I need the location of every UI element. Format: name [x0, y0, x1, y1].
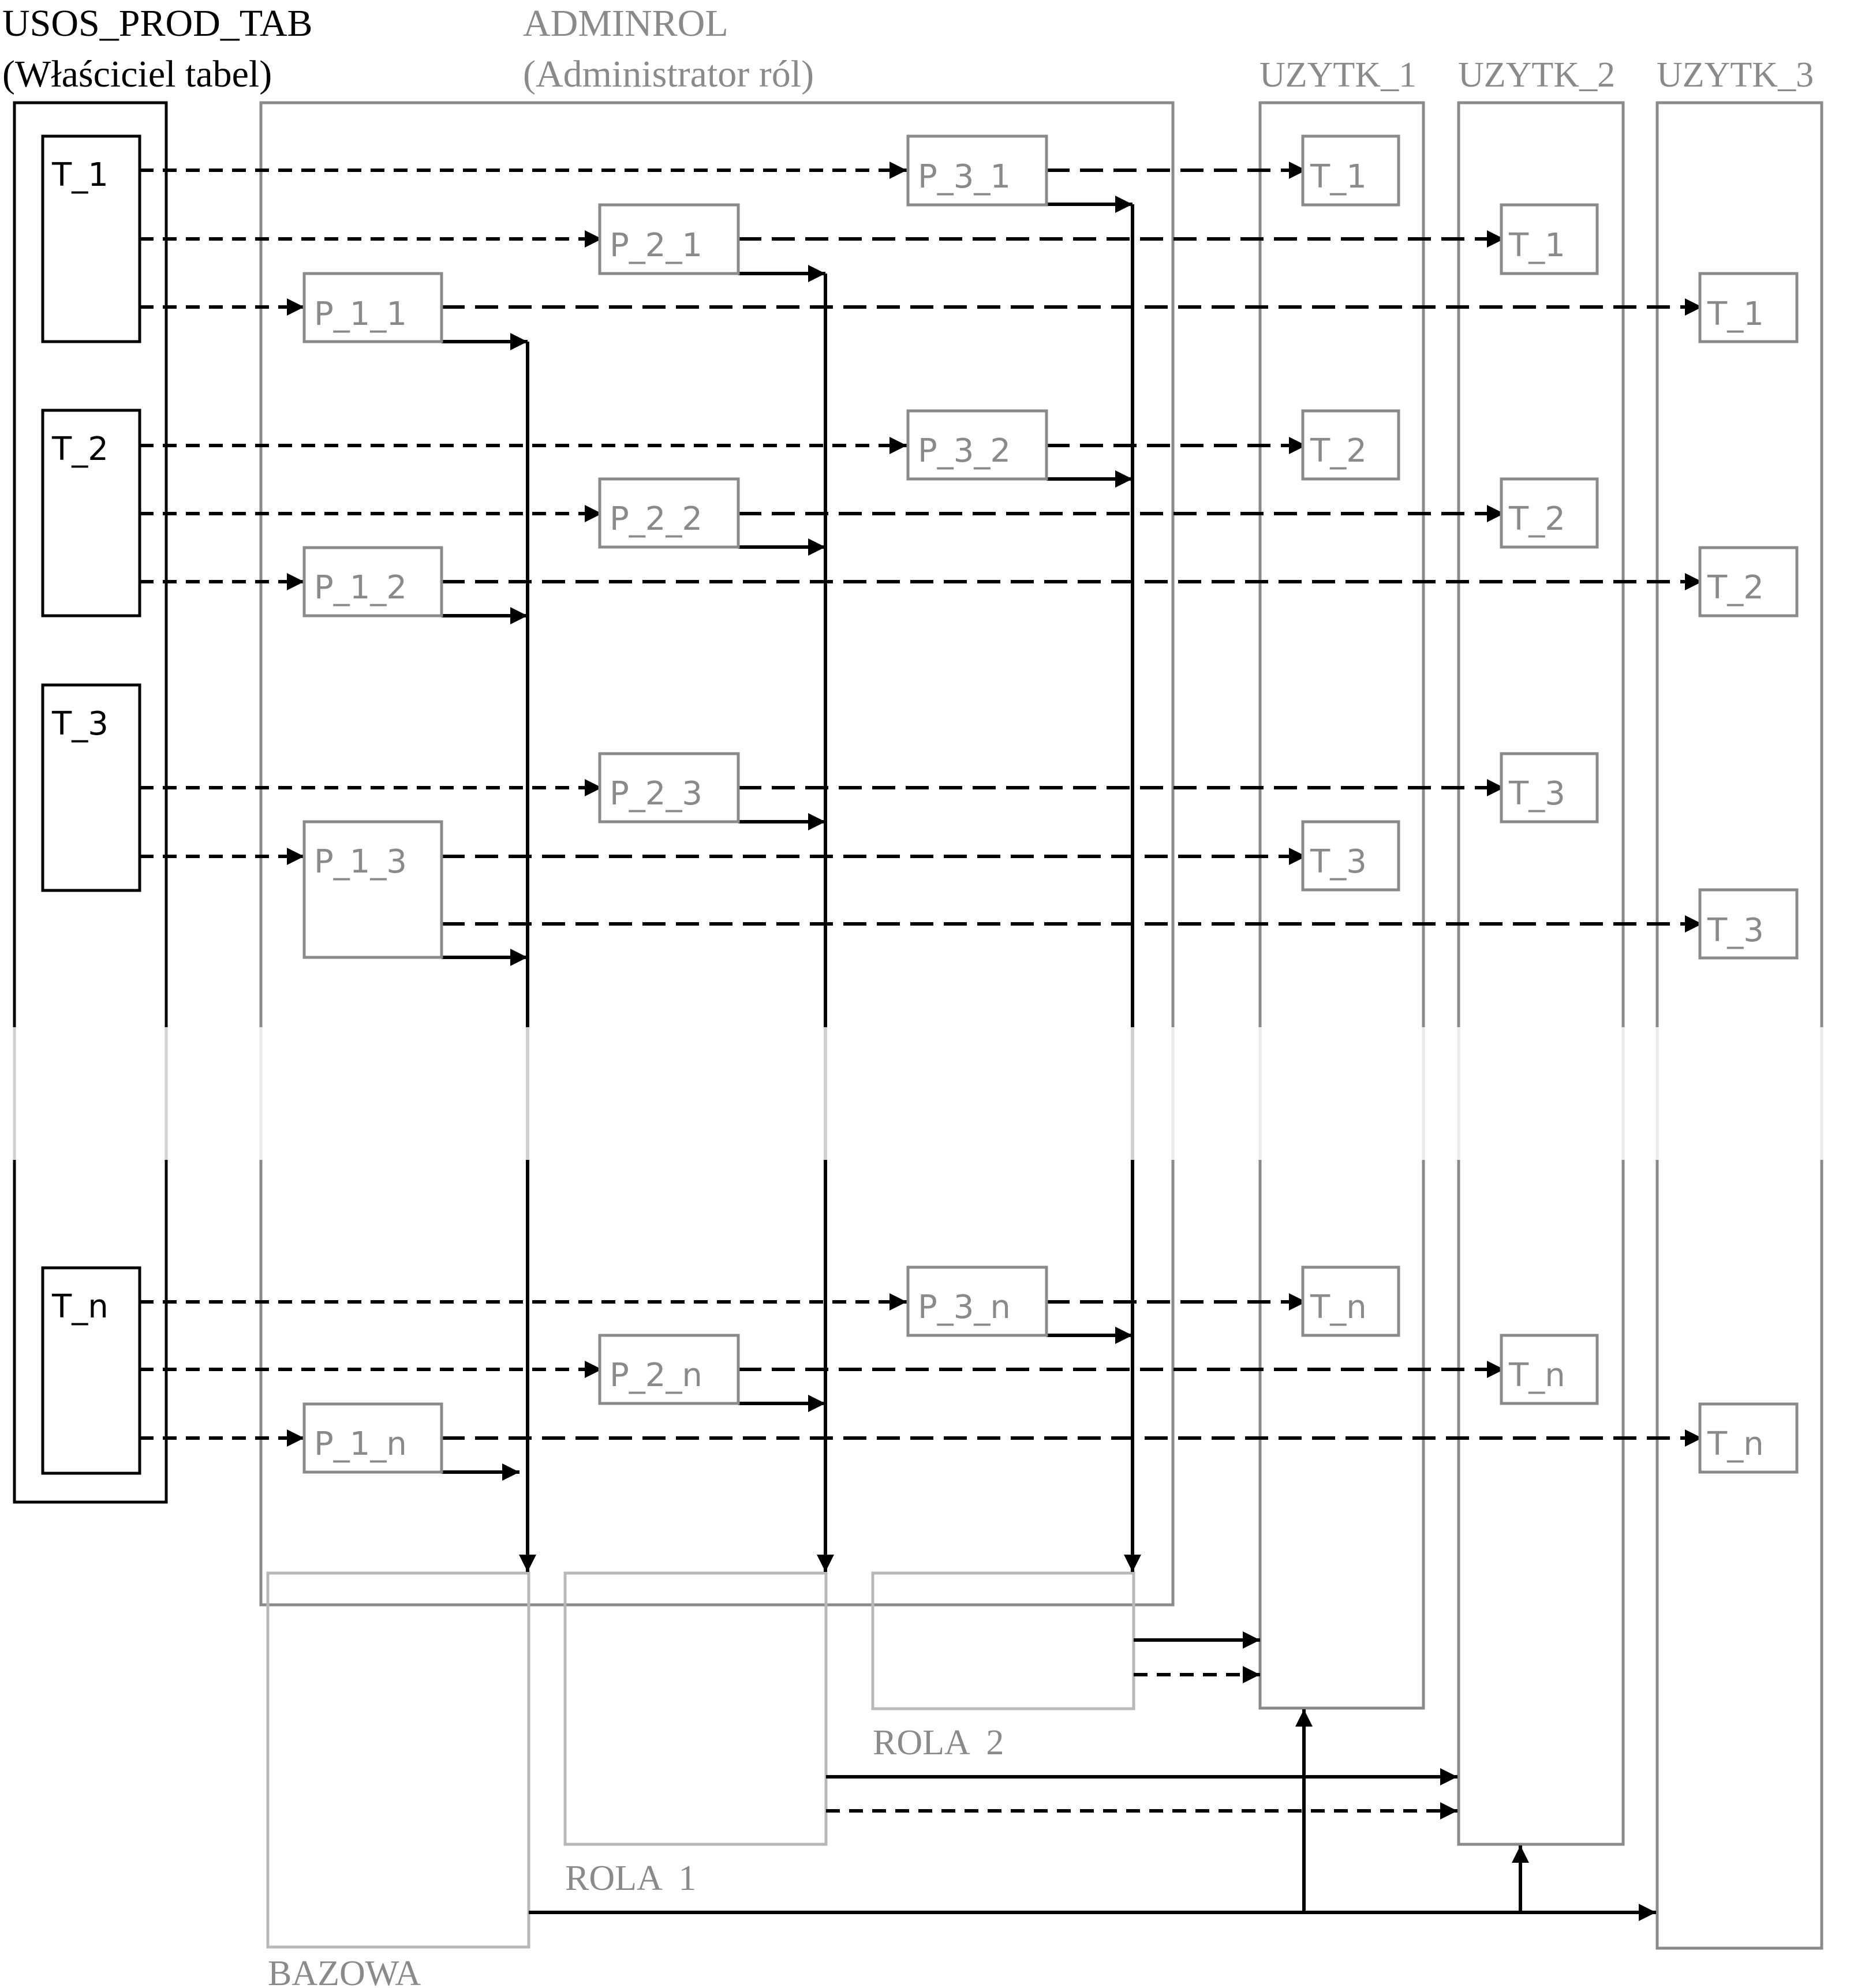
privilege-p-3-1: P_3_1 — [918, 158, 1011, 196]
role-1-label: ROLA 1 — [565, 1859, 696, 1898]
grant-arrows — [140, 162, 1702, 1447]
admin-title: ADMINROL — [523, 2, 728, 44]
role-grant-arrows — [442, 196, 1141, 1572]
owner-table-t2-label: T_2 — [51, 430, 109, 468]
privilege-p-3-2: P_3_2 — [918, 432, 1011, 470]
owner-table-t3-label: T_3 — [51, 705, 109, 743]
admin-role-box — [259, 101, 1175, 1607]
user-2-table-tn: T_n — [1508, 1357, 1565, 1394]
privilege-p-1-2: P_1_2 — [314, 569, 407, 606]
privilege-p-2-3: P_2_3 — [610, 775, 702, 813]
owner-subtitle: (Właściciel tabel) — [2, 53, 272, 95]
user-2-tables: T_1 T_2 T_3 T_n — [1500, 203, 1599, 1405]
privilege-p-2-n: P_2_n — [610, 1357, 702, 1394]
user-1-table-tn: T_n — [1310, 1289, 1367, 1326]
privilege-p-2-2: P_2_2 — [610, 500, 702, 538]
user-2-title: UZYTK_2 — [1458, 55, 1615, 95]
owner-table-tn: T_n — [41, 1266, 141, 1475]
privilege-boxes: P_3_1 P_2_1 P_1_1 P_3_2 P_2_2 P_1_2 P_2_… — [302, 134, 1048, 1474]
owner-table-t3: T_3 — [41, 683, 141, 892]
role-base-box — [266, 1571, 530, 1949]
owner-title: USOS_PROD_TAB — [2, 2, 313, 44]
privilege-p-3-n: P_3_n — [918, 1289, 1011, 1326]
user-2-table-t2: T_2 — [1508, 500, 1565, 538]
role-2-label: ROLA 2 — [873, 1723, 1004, 1762]
owner-schema-box — [13, 101, 168, 1504]
user-1-box — [1258, 101, 1425, 1710]
user-3-tables: T_1 T_2 T_3 T_n — [1698, 272, 1799, 1474]
user-1-title: UZYTK_1 — [1259, 55, 1416, 95]
user-1-tables: T_1 T_2 T_3 T_n — [1301, 134, 1400, 1337]
role-1-box — [563, 1571, 828, 1846]
user-3-table-tn: T_n — [1707, 1425, 1764, 1463]
user-3-table-t2: T_2 — [1707, 569, 1764, 606]
user-1-table-t1: T_1 — [1310, 158, 1367, 196]
privilege-p-1-3: P_1_3 — [314, 843, 407, 881]
user-3-title: UZYTK_3 — [1657, 55, 1814, 95]
user-2-table-t3: T_3 — [1508, 775, 1565, 813]
user-1-table-t2: T_2 — [1310, 432, 1367, 470]
user-3-box — [1655, 101, 1823, 1950]
role-base-label: BAZOWA — [268, 1954, 421, 1988]
user-2-table-t1: T_1 — [1508, 227, 1565, 264]
user-1-table-t3: T_3 — [1310, 843, 1367, 881]
owner-table-t1: T_1 — [41, 134, 141, 343]
privilege-p-1-1: P_1_1 — [314, 295, 407, 333]
privilege-p-1-n: P_1_n — [314, 1425, 407, 1463]
admin-subtitle: (Administrator ról) — [523, 53, 814, 95]
user-2-box — [1457, 101, 1625, 1846]
role-to-user-arrows — [529, 1631, 1656, 1921]
user-3-table-t1: T_1 — [1707, 295, 1764, 333]
owner-table-t1-label: T_1 — [51, 156, 109, 194]
owner-table-t2: T_2 — [41, 409, 141, 617]
gap-band — [0, 1027, 1865, 1160]
user-3-table-t3: T_3 — [1707, 912, 1764, 949]
owner-table-tn-label: T_n — [51, 1288, 109, 1326]
role-2-box — [871, 1571, 1135, 1710]
privilege-p-2-1: P_2_1 — [610, 227, 702, 264]
